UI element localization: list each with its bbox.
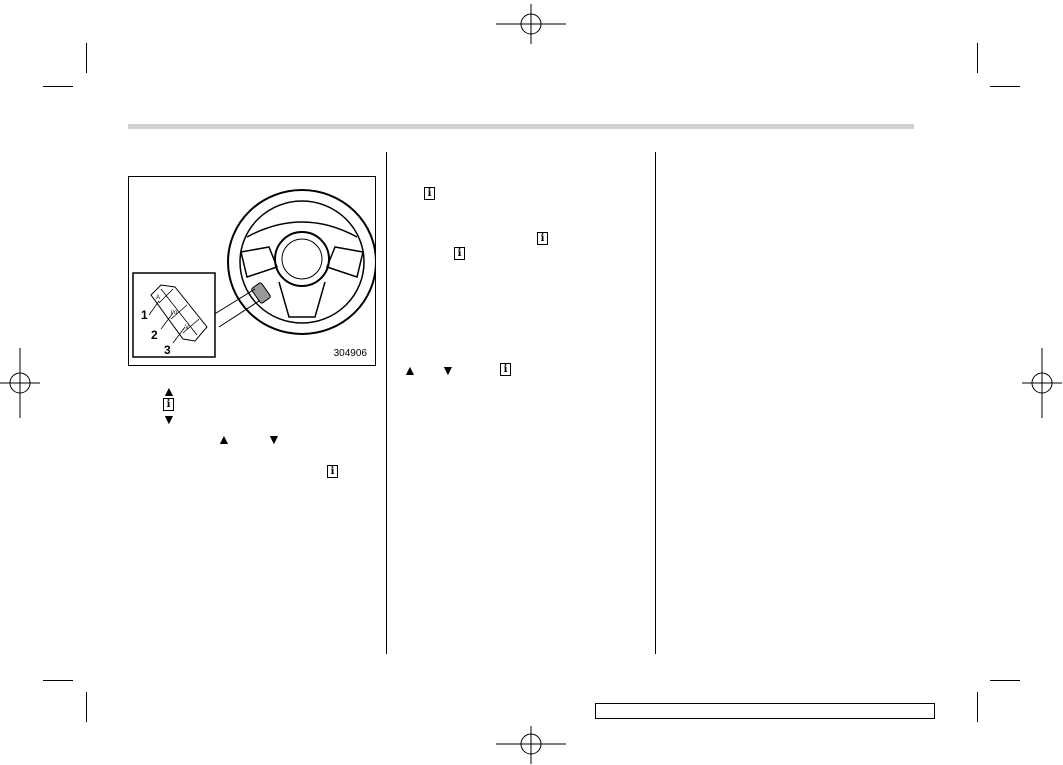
crop-mark: [990, 86, 1020, 87]
switch-label-mode: i/o: [171, 310, 178, 316]
callout-2: 2: [151, 328, 158, 342]
column-divider-right: [655, 152, 656, 654]
info-icon: i: [537, 232, 548, 245]
registration-mark-right: [1022, 348, 1062, 418]
info-icon: i: [163, 398, 174, 411]
switch-label-down: V: [185, 325, 190, 331]
page-number-box: [595, 703, 935, 719]
down-arrow-icon: ▼: [162, 411, 176, 427]
up-arrow-icon: ▲: [162, 383, 176, 399]
crop-mark: [977, 692, 978, 722]
figure-code: 304906: [333, 348, 367, 359]
crop-mark: [977, 43, 978, 73]
steering-wheel-figure: A i/o V 1 2 3 304906: [128, 176, 376, 366]
up-arrow-icon: ▲: [217, 431, 231, 447]
steering-wheel-illustration: [132, 189, 375, 358]
registration-mark-bottom: [496, 726, 566, 764]
crop-mark: [86, 692, 87, 722]
crop-mark: [43, 680, 73, 681]
registration-mark-left: [0, 348, 40, 418]
crop-mark: [43, 86, 73, 87]
crop-mark: [86, 43, 87, 73]
up-arrow-icon: ▲: [403, 362, 417, 378]
switch-label-up: A: [156, 295, 161, 301]
callout-3: 3: [164, 343, 171, 357]
header-bar: [128, 124, 914, 129]
down-arrow-icon: ▼: [267, 431, 281, 447]
info-icon: i: [454, 247, 465, 260]
callout-1: 1: [141, 308, 148, 322]
registration-mark-top: [496, 4, 566, 44]
crop-mark: [990, 680, 1020, 681]
info-icon: i: [500, 363, 511, 376]
info-icon: i: [327, 465, 338, 478]
info-icon: i: [424, 187, 435, 200]
column-divider-left: [386, 152, 387, 654]
down-arrow-icon: ▼: [441, 362, 455, 378]
